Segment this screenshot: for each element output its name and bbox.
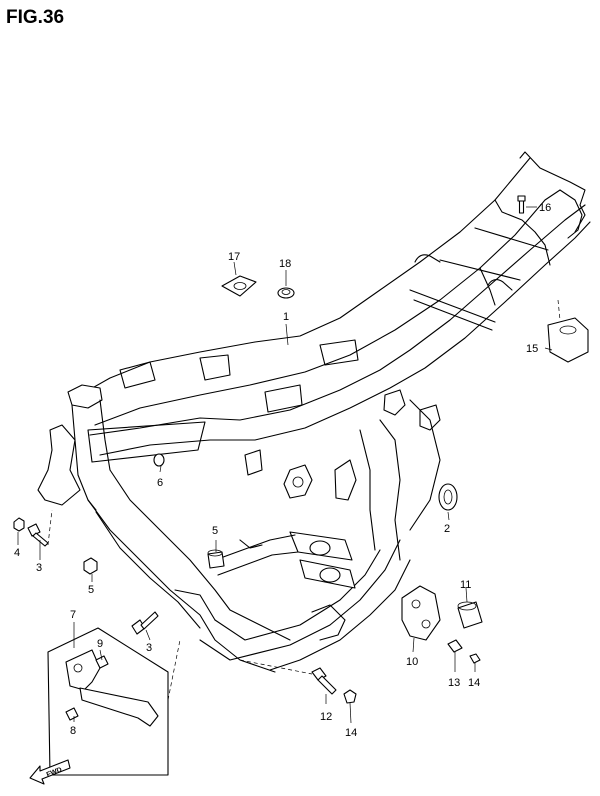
figure-title: FIG.36 bbox=[6, 7, 64, 28]
callout-17: 17 bbox=[228, 251, 240, 263]
part-10-engine-mount bbox=[401, 585, 441, 641]
callout-16: 16 bbox=[539, 202, 551, 214]
part-14-nut-right bbox=[469, 653, 481, 664]
callout-1: 1 bbox=[283, 311, 289, 323]
callout-5-upper: 5 bbox=[212, 525, 218, 537]
callout-13: 13 bbox=[448, 677, 460, 689]
callout-18: 18 bbox=[279, 258, 291, 270]
part-13-bolt bbox=[447, 639, 463, 653]
callout-5-lower: 5 bbox=[88, 584, 94, 596]
main-frame bbox=[37, 151, 591, 673]
callout-numbers: 1 2 3 3 4 5 5 6 7 8 9 10 11 12 13 14 14 … bbox=[14, 202, 551, 739]
part-4-nut bbox=[13, 517, 25, 532]
part-5-nut-lower bbox=[83, 557, 98, 575]
part-15-mount bbox=[547, 317, 589, 363]
part-3-bolt-upper bbox=[27, 523, 49, 547]
callout-14-lower: 14 bbox=[345, 727, 357, 739]
part-7-bracket-inset bbox=[47, 627, 169, 776]
callout-12: 12 bbox=[320, 711, 332, 723]
part-3-bolt-lower bbox=[131, 611, 159, 635]
part-2-washer bbox=[438, 483, 458, 511]
callout-11: 11 bbox=[460, 579, 471, 591]
part-17-gasket bbox=[221, 275, 257, 297]
callout-10: 10 bbox=[406, 656, 418, 668]
callout-9: 9 bbox=[97, 638, 103, 650]
part-14-nut-lower bbox=[343, 689, 357, 704]
leader-lines bbox=[17, 206, 561, 724]
part-6-plug bbox=[153, 453, 165, 467]
callout-7: 7 bbox=[70, 609, 76, 621]
callout-8: 8 bbox=[70, 725, 76, 737]
callout-6: 6 bbox=[157, 477, 163, 489]
callout-14-right: 14 bbox=[468, 677, 480, 689]
callout-2: 2 bbox=[444, 523, 450, 535]
callout-3-upper: 3 bbox=[36, 562, 42, 574]
part-5-collar bbox=[207, 549, 225, 569]
callout-3-lower: 3 bbox=[146, 642, 152, 654]
part-18-grommet bbox=[277, 287, 295, 299]
part-12-long-bolt bbox=[311, 667, 337, 695]
part-11-bush bbox=[457, 601, 483, 629]
callout-15: 15 bbox=[526, 343, 538, 355]
callout-4: 4 bbox=[14, 547, 20, 559]
part-16-bolt bbox=[517, 195, 526, 214]
